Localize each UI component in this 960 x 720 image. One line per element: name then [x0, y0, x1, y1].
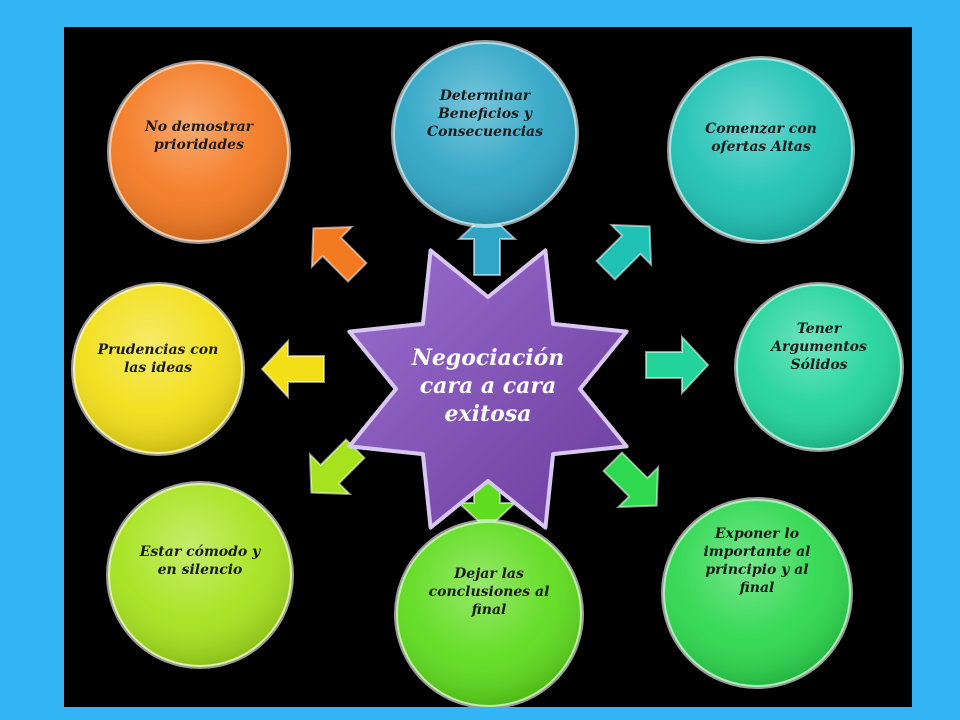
- node-shine-green2: [665, 501, 849, 685]
- node-orange: No demostrar prioridades: [107, 60, 291, 244]
- node-green2: Exponer lo importante al principio y al fin…: [661, 497, 853, 689]
- node-label-line: ofertas Altas: [711, 139, 811, 155]
- node-label-line: prioridades: [154, 137, 244, 153]
- node-label-orange: No demostrar prioridades: [144, 119, 255, 153]
- node-label-line: Prudencias con: [97, 342, 219, 358]
- node-label-line: No demostrar: [144, 119, 255, 135]
- node-label-line: en silencio: [158, 562, 243, 578]
- node-label-line: importante al: [704, 544, 811, 560]
- node-yellow: Prudencias con las ideas: [71, 282, 245, 456]
- node-shine-green3: [398, 523, 580, 705]
- node-label-line: Argumentos: [769, 339, 867, 355]
- node-label-yellow: Prudencias con las ideas: [97, 342, 219, 376]
- center-star: [347, 248, 629, 530]
- node-label-lime: Estar cómodo y en silencio: [139, 544, 261, 578]
- node-shine-blue: [395, 44, 575, 224]
- node-label-line: final: [739, 580, 775, 596]
- arrow-teal: [595, 223, 653, 281]
- node-label-line: Consecuencias: [427, 124, 543, 140]
- node-label-line: Sólidos: [790, 357, 847, 373]
- arrow-green1: [645, 334, 710, 396]
- node-label-line: Beneficios y: [437, 106, 533, 122]
- node-label-line: Exponer lo: [714, 526, 799, 542]
- node-label-line: las ideas: [124, 360, 192, 376]
- node-label-green3: Dejar las conclusiones al final: [429, 566, 550, 618]
- center-title-line: Negociación: [411, 345, 565, 371]
- node-lime: Estar cómodo y en silencio: [106, 481, 294, 669]
- node-shine-teal: [671, 60, 851, 240]
- node-shine-yellow: [75, 286, 241, 452]
- node-label-line: conclusiones al: [429, 584, 550, 600]
- node-shine-lime: [110, 485, 290, 665]
- arrow-yellow: [260, 338, 325, 400]
- node-green3: Dejar las conclusiones al final: [394, 519, 584, 707]
- node-teal: Comenzar con ofertas Altas: [667, 56, 855, 244]
- arrow-orange: [310, 225, 368, 283]
- center-title-line: exitosa: [445, 401, 532, 427]
- node-label-line: Tener: [797, 321, 843, 337]
- node-label-line: final: [471, 602, 507, 618]
- node-label-teal: Comenzar con ofertas Altas: [705, 121, 817, 155]
- node-shine-green1: [738, 286, 900, 448]
- node-label-line: Determinar: [439, 88, 532, 104]
- node-label-green2: Exponer lo importante al principio y al fin…: [704, 526, 811, 596]
- node-label-line: Estar cómodo y: [139, 544, 261, 560]
- arrow-lime: [308, 438, 366, 496]
- node-shine-orange: [111, 64, 287, 240]
- arrow-green2: [602, 451, 660, 509]
- node-label-line: Comenzar con: [705, 121, 817, 137]
- node-label-line: Dejar las: [453, 566, 524, 582]
- node-label-line: principio y al: [705, 562, 808, 578]
- center-title-line: cara a cara: [420, 373, 557, 399]
